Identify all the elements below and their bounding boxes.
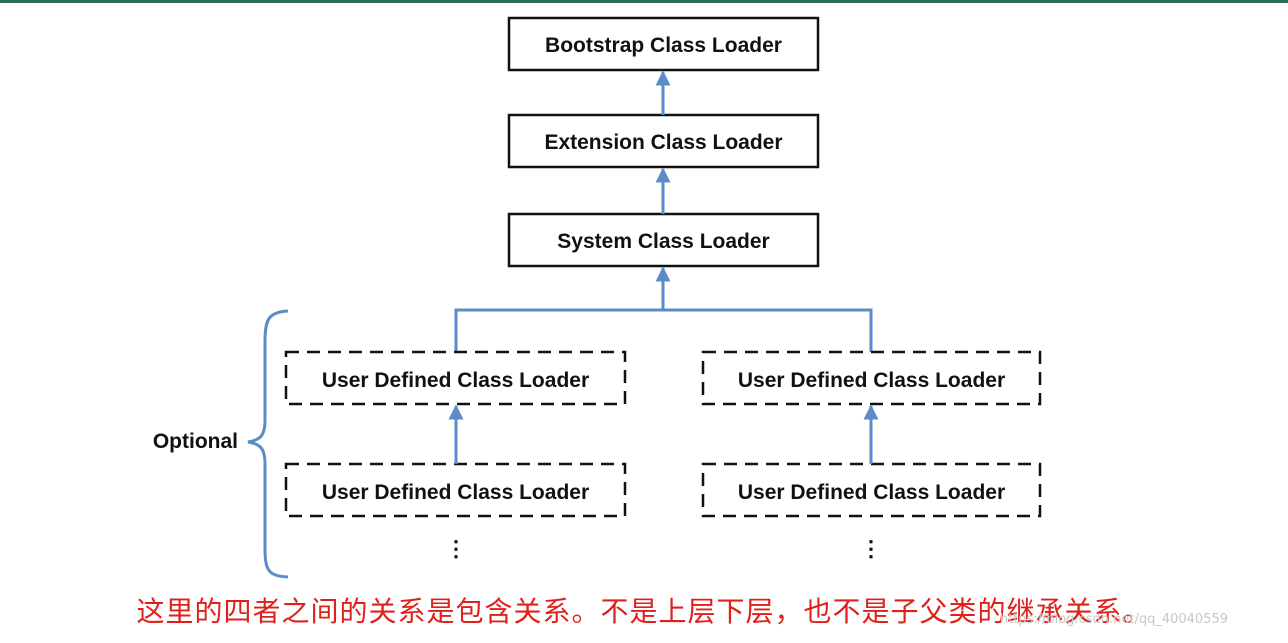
class-loader-diagram: Bootstrap Class Loader Extension Class L…: [153, 16, 1042, 579]
user-loader-right-2-label: User Defined Class Loader: [738, 481, 1005, 504]
optional-brace: [247, 309, 289, 579]
top-accent-bar: [0, 0, 1288, 3]
extension-loader-label: Extension Class Loader: [544, 131, 782, 154]
system-loader-label: System Class Loader: [557, 230, 769, 253]
user-loader-left-1-label: User Defined Class Loader: [322, 369, 589, 392]
user-loader-left-1-node: User Defined Class Loader: [284, 350, 627, 406]
user-loader-left-2-label: User Defined Class Loader: [322, 481, 589, 504]
caption-text: 这里的四者之间的关系是包含关系。不是上层下层，也不是子父类的继承关系。: [136, 595, 1152, 628]
bootstrap-loader-node: Bootstrap Class Loader: [507, 16, 820, 72]
optional-label: Optional: [153, 430, 238, 453]
ellipsis-right: ⋮: [860, 536, 882, 561]
user-loader-right-2-node: User Defined Class Loader: [701, 462, 1042, 518]
extension-loader-node: Extension Class Loader: [507, 113, 820, 169]
bootstrap-loader-label: Bootstrap Class Loader: [545, 34, 782, 57]
user-loader-right-1-label: User Defined Class Loader: [738, 369, 1005, 392]
watermark-text: https://blog.csdn.net/qq_40040559: [999, 612, 1228, 627]
user-loader-left-2-node: User Defined Class Loader: [284, 462, 627, 518]
user-loader-right-1-node: User Defined Class Loader: [701, 350, 1042, 406]
ellipsis-left: ⋮: [445, 536, 467, 561]
system-loader-node: System Class Loader: [507, 212, 820, 268]
branch-connector: [454, 308, 873, 352]
